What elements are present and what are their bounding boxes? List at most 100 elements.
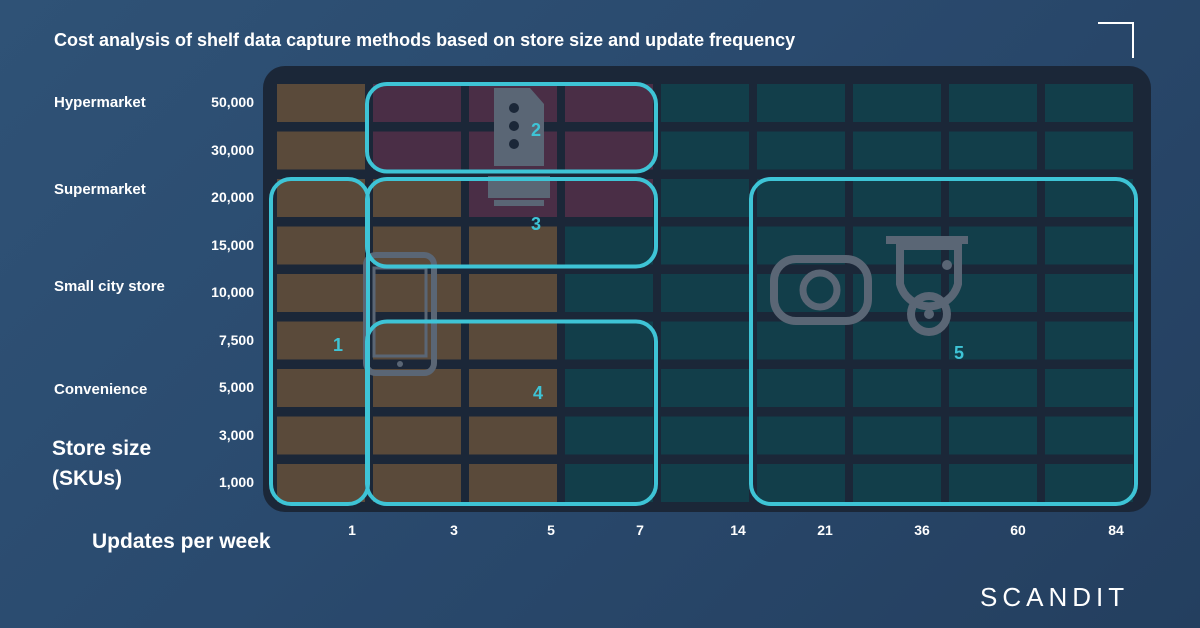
- heatmap-cell-8-8: [1045, 464, 1133, 502]
- x-tick-label: 14: [730, 522, 746, 538]
- region-label-4: 4: [533, 383, 543, 403]
- heatmap-cell-0-6: [853, 84, 941, 122]
- heatmap-cell-6-8: [1045, 369, 1133, 407]
- heatmap-cell-4-7: [949, 274, 1037, 312]
- fixed-camera-icon: [770, 236, 968, 336]
- heatmap-cell-1-1: [373, 131, 461, 170]
- heatmap-cell-2-8: [1045, 179, 1133, 217]
- heatmap-cell-8-6: [853, 464, 941, 502]
- heatmap-cell-2-3: [565, 179, 653, 217]
- x-tick-label: 21: [817, 522, 833, 538]
- heatmap-cell-4-3: [565, 274, 653, 312]
- x-tick-label: 5: [547, 522, 555, 538]
- heatmap-cell-0-7: [949, 84, 1037, 122]
- heatmap-cell-7-3: [565, 416, 653, 455]
- store-type-label: Hypermarket: [54, 94, 146, 111]
- heatmap-cell-0-3: [565, 84, 653, 122]
- heatmap-cell-7-6: [853, 416, 941, 455]
- heatmap-cell-6-5: [757, 369, 845, 407]
- heatmap-cell-0-0: [277, 84, 365, 122]
- heatmap-cell-0-4: [661, 84, 749, 122]
- region-outline-3: [365, 177, 658, 269]
- heatmap-cell-6-2: [469, 369, 557, 407]
- heatmap-cell-2-1: [373, 179, 461, 217]
- heatmap-cell-5-6: [853, 321, 941, 360]
- heatmap-cell-2-0: [277, 179, 365, 217]
- heatmap-cell-6-4: [661, 369, 749, 407]
- x-tick-label: 1: [348, 522, 356, 538]
- heatmap-cell-3-2: [469, 226, 557, 265]
- heatmap-cell-6-3: [565, 369, 653, 407]
- region-label-1: 1: [333, 335, 343, 355]
- heatmap-cell-7-0: [277, 416, 365, 455]
- x-tick-label: 84: [1108, 522, 1124, 538]
- heatmap-cell-8-0: [277, 464, 365, 502]
- region-outline-2: [365, 82, 658, 174]
- y-tick-label: 30,000: [211, 141, 254, 158]
- heatmap-cell-7-2: [469, 416, 557, 455]
- heatmap-cell-3-0: [277, 226, 365, 265]
- heatmap-cell-4-8: [1045, 274, 1133, 312]
- store-type-label: Convenience: [54, 381, 148, 398]
- heatmap-cell-5-1: [373, 321, 461, 360]
- store-type-label: Supermarket: [54, 181, 146, 198]
- chart-title: Cost analysis of shelf data capture meth…: [54, 30, 796, 50]
- region-label-5: 5: [954, 343, 964, 363]
- heatmap-cell-7-7: [949, 416, 1037, 455]
- heatmap-cell-3-8: [1045, 226, 1133, 265]
- y-tick-label: 15,000: [211, 236, 254, 253]
- y-axis-title: Store size (SKUs): [52, 437, 152, 490]
- heatmap-cell-1-7: [949, 131, 1037, 170]
- heatmap-cell-4-4: [661, 274, 749, 312]
- heatmap-cell-5-3: [565, 321, 653, 360]
- heatmap-cell-1-4: [661, 131, 749, 170]
- region-label-2: 2: [531, 120, 541, 140]
- heatmap-cell-5-8: [1045, 321, 1133, 360]
- heatmap-cell-0-5: [757, 84, 845, 122]
- heatmap-cell-8-3: [565, 464, 653, 502]
- heatmap-cell-1-8: [1045, 131, 1133, 170]
- x-tick-label: 36: [914, 522, 930, 538]
- heatmap-cell-3-4: [661, 226, 749, 265]
- heatmap-cell-1-5: [757, 131, 845, 170]
- y-tick-label: 7,500: [218, 331, 254, 348]
- heatmap-cell-8-1: [373, 464, 461, 502]
- heatmap-cell-5-4: [661, 321, 749, 360]
- y-tick-label: 10,000: [211, 284, 254, 300]
- heatmap-cell-4-1: [373, 274, 461, 312]
- y-tick-label: 50,000: [211, 94, 254, 110]
- region-outline-4: [365, 319, 658, 506]
- heatmap-cell-8-4: [661, 464, 749, 502]
- heatmap-cell-0-8: [1045, 84, 1133, 122]
- heatmap-cell-2-7: [949, 179, 1037, 217]
- heatmap-cell-1-0: [277, 131, 365, 170]
- scandit-logo: SCANDIT: [980, 582, 1130, 612]
- heatmap-cell-7-4: [661, 416, 749, 455]
- heatmap-cell-4-2: [469, 274, 557, 312]
- heatmap-cell-6-7: [949, 369, 1037, 407]
- region-label-3: 3: [531, 214, 541, 234]
- heatmap-cell-7-5: [757, 416, 845, 455]
- heatmap-cell-5-0: [277, 321, 365, 360]
- x-axis-title: Updates per week: [92, 530, 271, 553]
- region-outline-5: [749, 177, 1138, 506]
- heatmap-cell-5-5: [757, 321, 845, 360]
- corner-bracket-icon: [1098, 22, 1134, 58]
- heatmap-cell-5-2: [469, 321, 557, 360]
- store-type-label: Small city store: [54, 278, 165, 295]
- y-tick-label: 1,000: [218, 474, 254, 490]
- heatmap-cell-4-0: [277, 274, 365, 312]
- heatmap-cell-5-7: [949, 321, 1037, 360]
- heatmap-cell-2-4: [661, 179, 749, 217]
- y-tick-label: 5,000: [218, 379, 254, 395]
- heatmap-cell-8-5: [757, 464, 845, 502]
- heatmap-cell-1-3: [565, 131, 653, 170]
- heatmap-cell-1-6: [853, 131, 941, 170]
- heatmap-cell-2-6: [853, 179, 941, 217]
- x-tick-label: 60: [1010, 522, 1026, 538]
- heatmap-cell-6-6: [853, 369, 941, 407]
- heatmap-cell-8-7: [949, 464, 1037, 502]
- x-tick-label: 3: [450, 522, 458, 538]
- y-tick-label: 3,000: [218, 426, 254, 443]
